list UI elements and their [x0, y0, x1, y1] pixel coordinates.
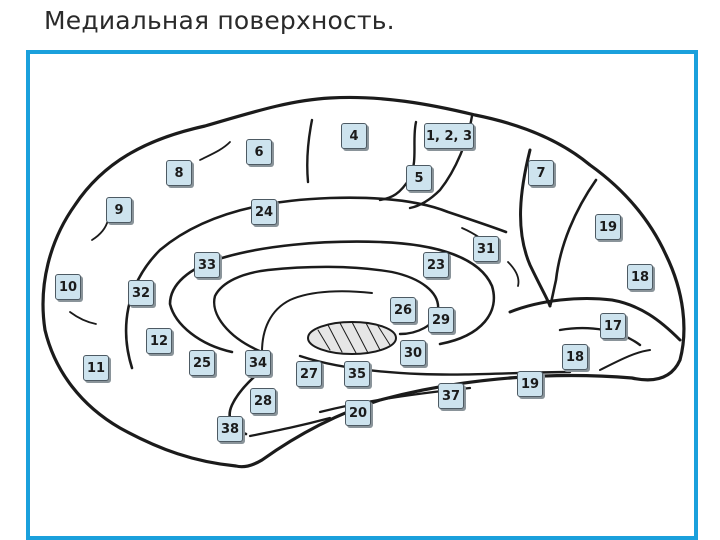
area-label-20: 20	[345, 400, 371, 426]
area-label-19-upper: 19	[595, 214, 621, 240]
area-label-31: 31	[473, 236, 499, 262]
area-label-34: 34	[245, 350, 271, 376]
area-label-33: 33	[194, 252, 220, 278]
area-label-1-2-3: 1, 2, 3	[424, 123, 474, 149]
area-label-27: 27	[296, 361, 322, 387]
area-label-6: 6	[246, 139, 272, 165]
area-label-18-upper: 18	[627, 264, 653, 290]
area-label-5: 5	[406, 165, 432, 191]
area-label-19-lower: 19	[517, 371, 543, 397]
area-label-17: 17	[600, 313, 626, 339]
area-label-18-lower: 18	[562, 344, 588, 370]
area-label-25: 25	[189, 350, 215, 376]
area-label-10: 10	[55, 274, 81, 300]
area-label-37: 37	[438, 383, 464, 409]
area-label-29: 29	[428, 307, 454, 333]
area-label-35: 35	[344, 361, 370, 387]
area-label-28: 28	[250, 388, 276, 414]
area-label-7: 7	[528, 160, 554, 186]
area-label-23: 23	[423, 252, 449, 278]
area-label-26: 26	[390, 297, 416, 323]
area-label-8: 8	[166, 160, 192, 186]
area-label-24: 24	[251, 199, 277, 225]
area-label-38: 38	[217, 416, 243, 442]
area-label-30: 30	[400, 340, 426, 366]
calcarine-sulcus	[510, 299, 680, 341]
area-label-32: 32	[128, 280, 154, 306]
area-label-4: 4	[341, 123, 367, 149]
area-label-9: 9	[106, 197, 132, 223]
area-label-11: 11	[83, 355, 109, 381]
area-label-12: 12	[146, 328, 172, 354]
thalamus-region	[308, 322, 396, 354]
